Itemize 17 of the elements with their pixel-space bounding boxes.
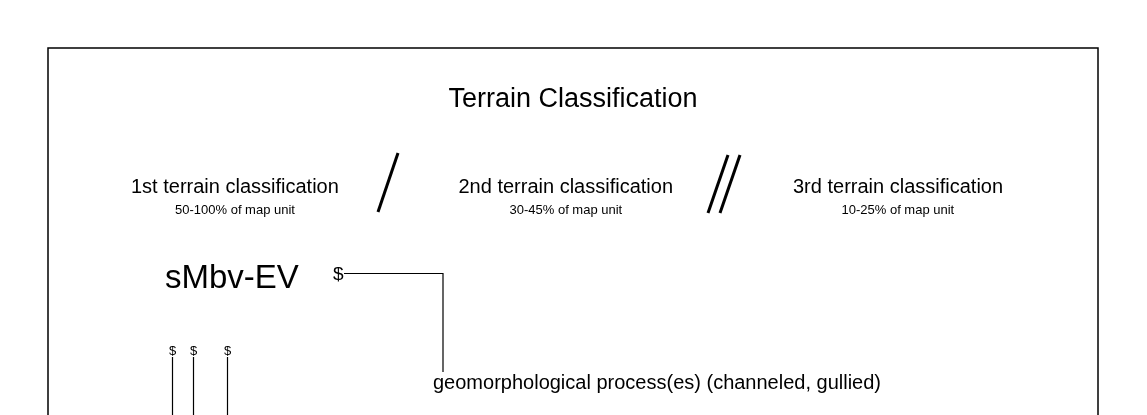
percentage-label: 50-100% of map unit	[175, 203, 295, 216]
symbol-marker: $	[224, 344, 232, 357]
leader-line	[226, 356, 229, 415]
terrain-class-label: 2nd terrain classification	[458, 176, 674, 196]
symbol-marker: $	[169, 344, 177, 357]
leader-line	[343, 272, 444, 373]
description-text: geomorphological process(es) (channeled, gullied)	[433, 372, 882, 392]
diagram-title: Terrain Classification	[448, 85, 698, 112]
leader-line	[171, 356, 174, 415]
symbol-marker: $	[190, 344, 198, 357]
terrain-class-label: 1st terrain classification	[131, 176, 339, 196]
terrain-class-label: 3rd terrain classification	[793, 176, 1004, 196]
symbol-marker: $	[333, 264, 344, 283]
percentage-label: 30-45% of map unit	[509, 203, 623, 216]
leader-line	[192, 356, 195, 415]
map-unit-code: sMbv-EV	[165, 260, 299, 293]
percentage-label: 10-25% of map unit	[841, 203, 955, 216]
